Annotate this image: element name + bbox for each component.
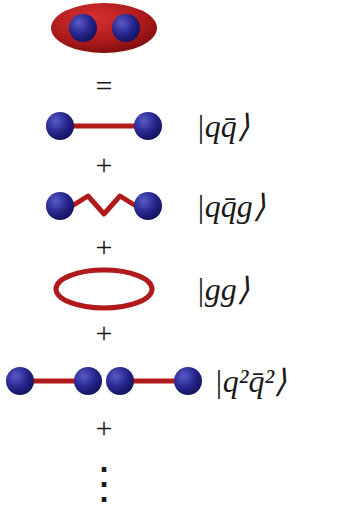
state-ket: |qq̄⟩ bbox=[196, 110, 249, 142]
quark-ball bbox=[174, 367, 202, 395]
state-ket: |qq̄g⟩ bbox=[196, 190, 265, 222]
glueball-ring bbox=[56, 270, 152, 308]
flux-tube bbox=[62, 124, 146, 129]
ellipsis-dots: ⋮ bbox=[82, 462, 126, 506]
quark-ball bbox=[46, 112, 74, 140]
plus-sign: + bbox=[96, 318, 113, 348]
gluon-string bbox=[72, 196, 136, 214]
plus-sign: + bbox=[96, 413, 113, 443]
state-ket: |gg⟩ bbox=[196, 273, 249, 305]
plus-sign: + bbox=[96, 232, 113, 262]
quark-ball bbox=[112, 14, 140, 42]
plus-sign: + bbox=[96, 150, 113, 180]
quark-ball bbox=[106, 367, 134, 395]
state-ket: |q²q̄²⟩ bbox=[214, 365, 286, 397]
quark-ball bbox=[74, 367, 102, 395]
quark-ball bbox=[134, 192, 162, 220]
quark-ball bbox=[69, 14, 97, 42]
quark-ball bbox=[6, 367, 34, 395]
equals-sign: = bbox=[96, 71, 113, 101]
hadron-blob bbox=[51, 3, 157, 53]
quark-ball bbox=[134, 112, 162, 140]
quark-ball bbox=[46, 192, 74, 220]
